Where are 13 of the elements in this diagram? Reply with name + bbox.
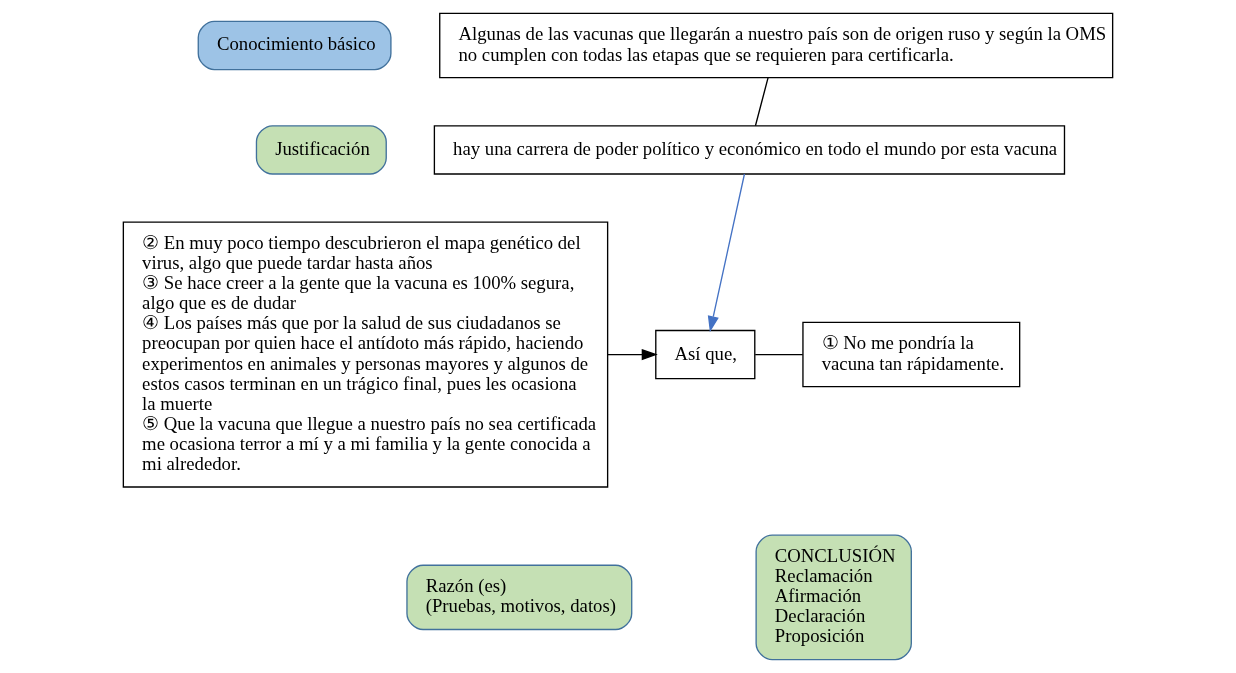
node-box: ② En muy poco tiempo descubrieron el mapa genético del virus, algo que puede tardar hasta años ③ Se hace creer a la gente que la vacuna es 100% segura, algo que es de dudar ④ Los países más que por la salud de sus ciudadanos se preocupan por quien hace el antídoto más rápido, haciendo experimentos en animales y personas mayores y algunos de estos casos terminan en un trágico final, pues les ocasiona la muerte ⑤ Que la vacuna que llegue a nuestro país no sea certificada me ocasiona terror a mí y a mi familia y la gente conocida a mi alrededor. — [122, 221, 609, 488]
node-box: Razón (es) (Pruebas, motivos, datos) — [406, 564, 633, 631]
node-box: Así que, — [655, 329, 756, 380]
connector — [754, 353, 804, 356]
node-box: ① No me pondría la vacuna tan rápidamente. — [802, 321, 1021, 388]
node-box: Conocimiento básico — [197, 20, 392, 71]
node-box: Algunas de las vacunas que llegarán a nuestro país son de origen ruso y según la OMS no cumplen con todas las etapas que se requieren para certificarla. — [439, 12, 1114, 79]
connector — [754, 77, 769, 127]
arrow — [607, 348, 658, 361]
node-box: CONCLUSIÓN Reclamación Afirmación Declaración Proposición — [755, 534, 912, 661]
arrow — [707, 173, 746, 333]
node-box: Justificación — [255, 125, 387, 175]
node-box: hay una carrera de poder político y económico en todo el mundo por esta vacuna — [433, 125, 1066, 175]
